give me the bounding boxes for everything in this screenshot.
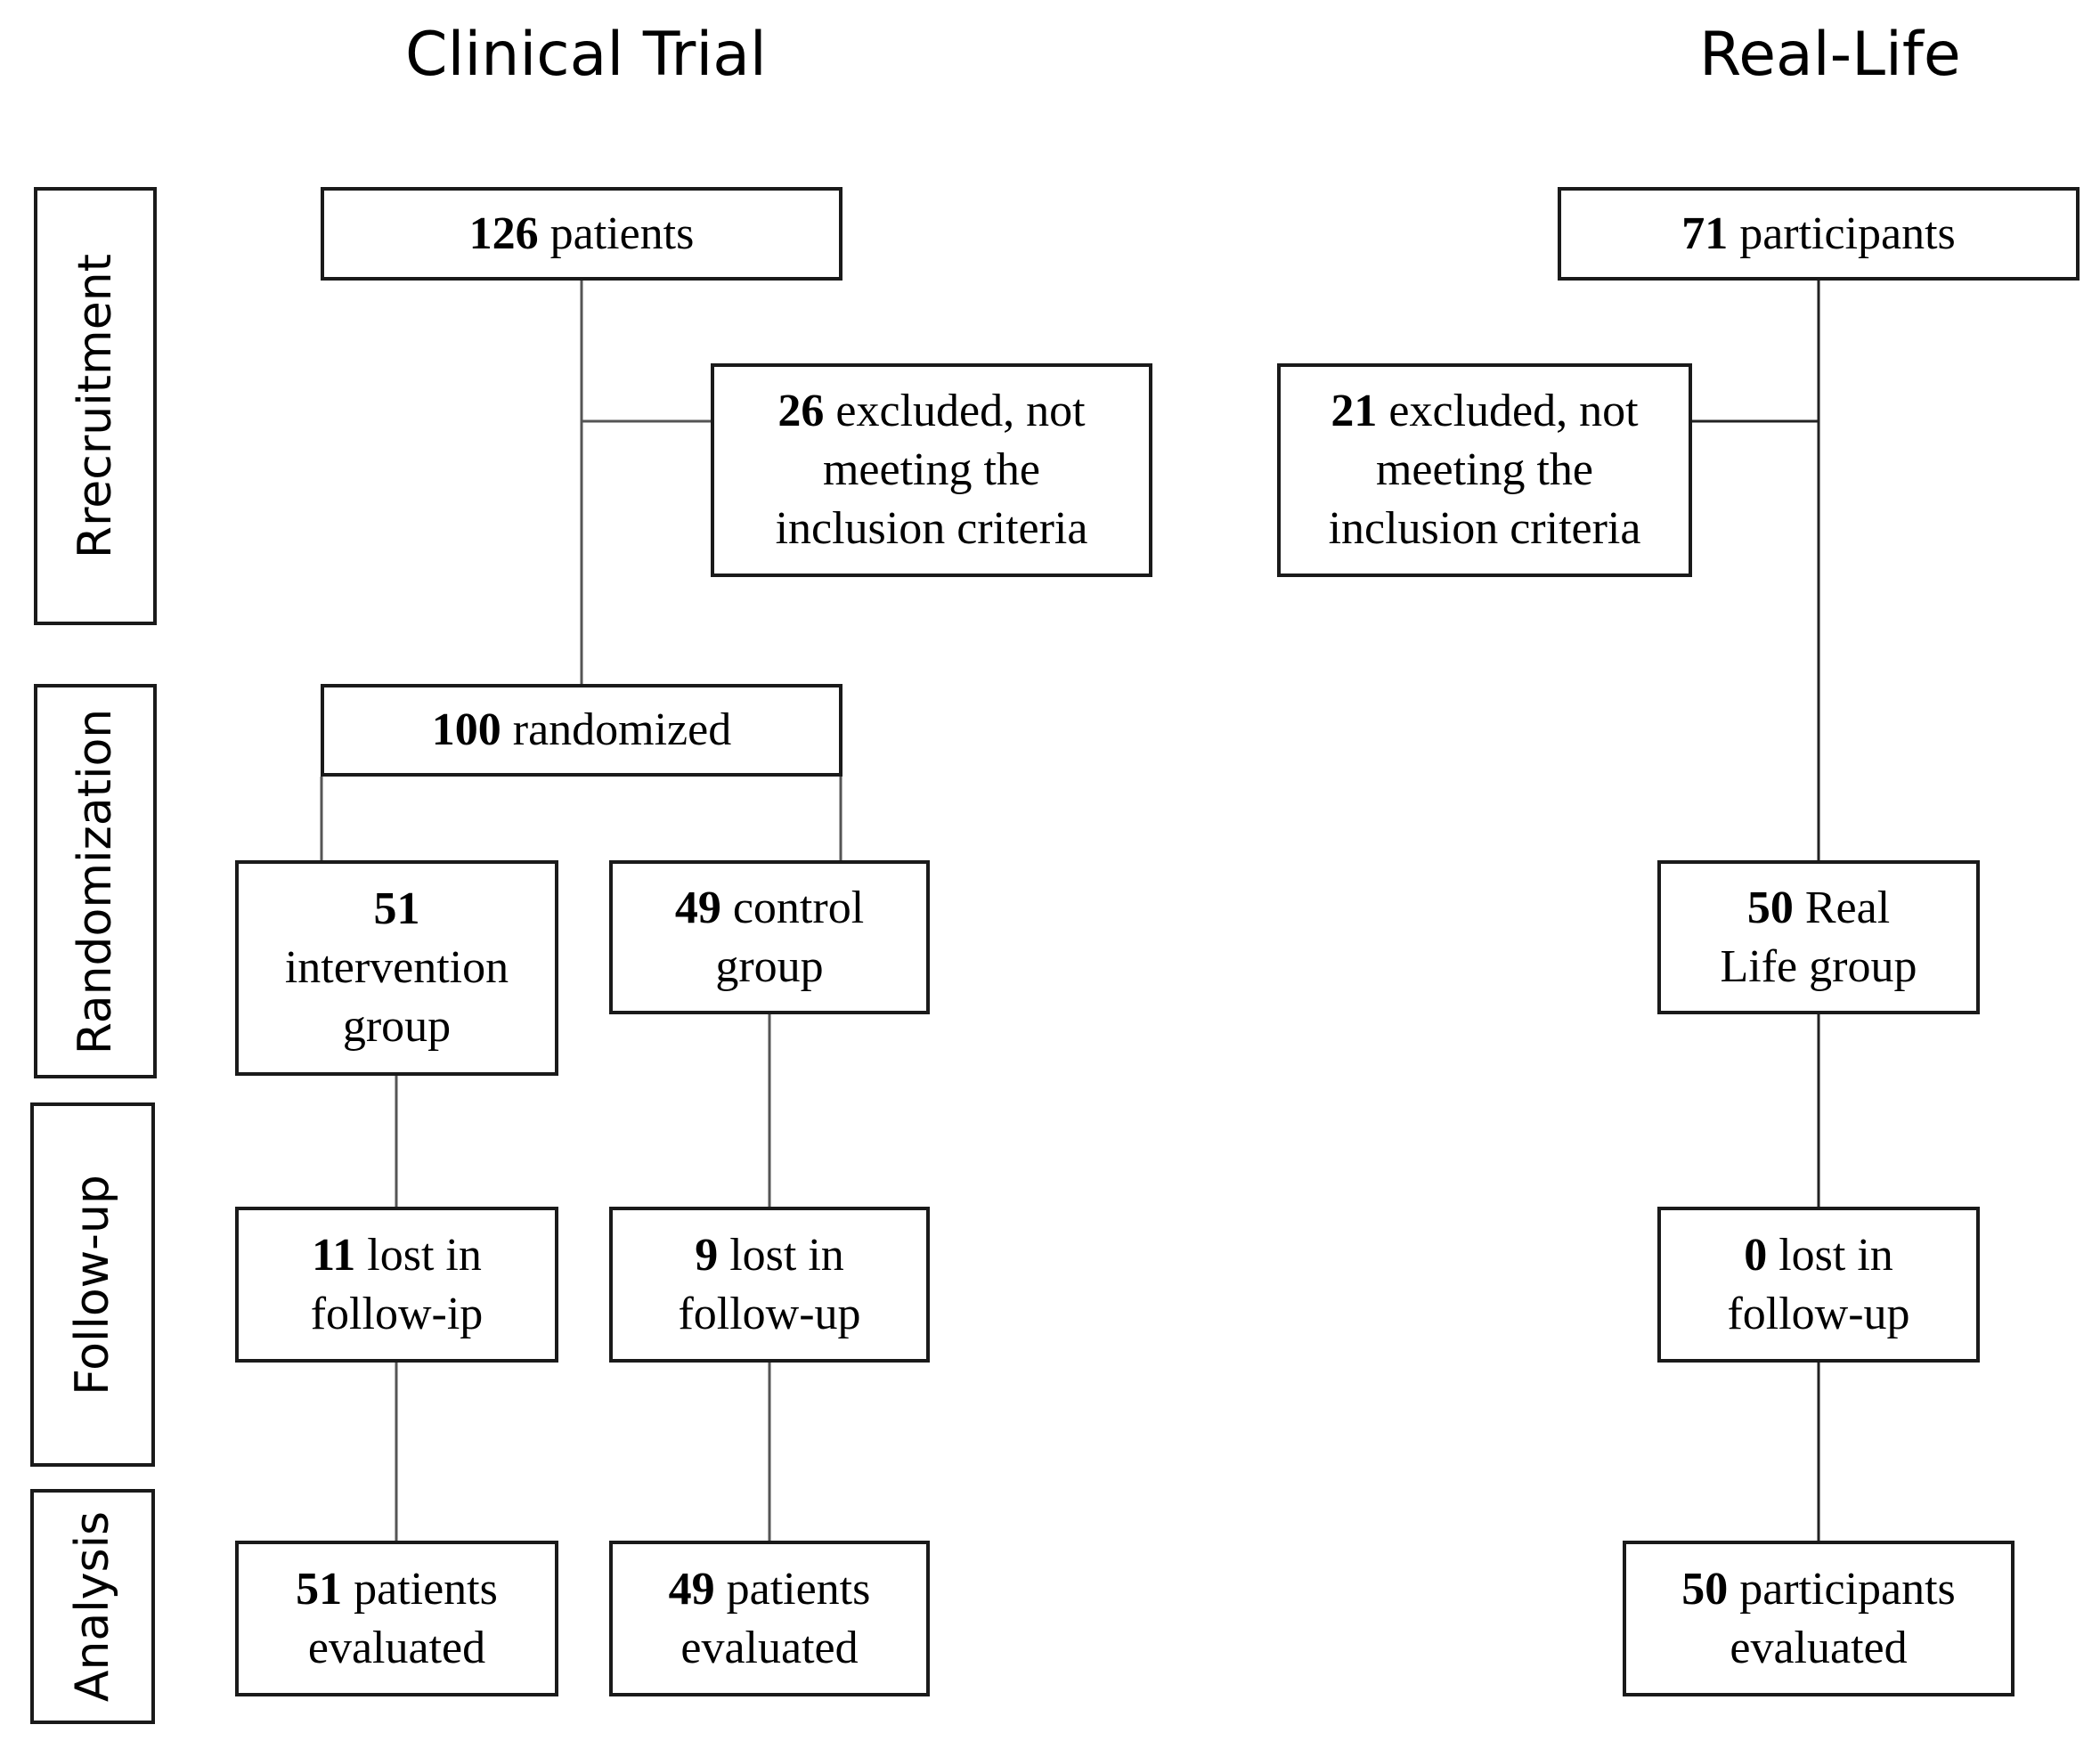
- box-21-excluded-line3: inclusion criteria: [1328, 503, 1641, 554]
- box-49-evaluated: 49 patients evaluated: [609, 1541, 930, 1696]
- box-11-lost-number: 11: [312, 1229, 356, 1281]
- box-9-lost: 9 lost in follow-up: [609, 1207, 930, 1363]
- stage-recruitment-label: Rrecruitment: [69, 253, 122, 559]
- stage-randomization: Randomization: [34, 684, 157, 1078]
- box-26-excluded-line1: excluded, not: [824, 386, 1086, 436]
- box-100-randomized-number: 100: [431, 704, 501, 755]
- box-49-control-line1: control: [720, 882, 865, 933]
- stage-analysis: Analysis: [30, 1489, 155, 1724]
- box-0-lost-line2: follow-up: [1727, 1288, 1910, 1339]
- box-21-excluded-line1: excluded, not: [1377, 386, 1639, 436]
- box-0-lost-line1: lost in: [1767, 1229, 1893, 1281]
- box-100-randomized-text: randomized: [501, 704, 732, 755]
- box-50-evaluated: 50 participants evaluated: [1623, 1541, 2015, 1696]
- box-26-excluded-line3: inclusion criteria: [775, 503, 1088, 554]
- box-26-excluded-line2: meeting the: [822, 444, 1041, 495]
- stage-follow-up-label: Follow-up: [66, 1174, 119, 1395]
- box-51-evaluated-line1: patients: [342, 1563, 498, 1615]
- box-50-evaluated-line1: participants: [1728, 1563, 1956, 1615]
- box-71-participants: 71 participants: [1558, 187, 2080, 281]
- clinical-trial-title: Clinical Trial: [405, 20, 767, 90]
- box-11-lost: 11 lost in follow-ip: [235, 1207, 558, 1363]
- box-0-lost-number: 0: [1744, 1229, 1768, 1281]
- box-49-evaluated-line1: patients: [714, 1563, 871, 1615]
- box-50-real-life-group: 50 Real Life group: [1657, 860, 1980, 1014]
- box-51-intervention: 51 intervention group: [235, 860, 558, 1076]
- box-51-evaluated: 51 patients evaluated: [235, 1541, 558, 1696]
- box-9-lost-number: 9: [695, 1229, 719, 1281]
- box-11-lost-line2: follow-ip: [310, 1288, 484, 1339]
- box-49-control-number: 49: [674, 882, 721, 933]
- box-21-excluded: 21 excluded, not meeting the inclusion c…: [1277, 363, 1692, 577]
- stage-recruitment: Rrecruitment: [34, 187, 157, 625]
- box-11-lost-line1: lost in: [355, 1229, 482, 1281]
- box-21-excluded-number: 21: [1331, 386, 1378, 436]
- box-100-randomized: 100 randomized: [321, 684, 842, 777]
- box-50-evaluated-number: 50: [1681, 1563, 1729, 1615]
- box-9-lost-line2: follow-up: [678, 1288, 861, 1339]
- box-126-patients: 126 patients: [321, 187, 842, 281]
- box-50-real-life-line2: Life group: [1720, 940, 1917, 992]
- box-71-participants-number: 71: [1681, 207, 1729, 259]
- box-49-control-line2: group: [715, 940, 824, 992]
- stage-follow-up: Follow-up: [30, 1102, 155, 1467]
- box-51-intervention-number: 51: [373, 883, 420, 934]
- box-51-evaluated-number: 51: [296, 1563, 343, 1615]
- box-51-intervention-line2: intervention: [284, 942, 509, 993]
- box-50-evaluated-line2: evaluated: [1730, 1622, 1908, 1673]
- box-71-participants-text: participants: [1728, 207, 1956, 259]
- box-0-lost: 0 lost in follow-up: [1657, 1207, 1980, 1363]
- box-26-excluded-number: 26: [777, 386, 825, 436]
- box-49-evaluated-line2: evaluated: [680, 1622, 859, 1673]
- box-21-excluded-line2: meeting the: [1375, 444, 1594, 495]
- stage-analysis-label: Analysis: [66, 1510, 119, 1703]
- box-51-intervention-line3: group: [342, 1001, 452, 1052]
- stage-randomization-label: Randomization: [69, 708, 122, 1054]
- box-9-lost-line1: lost in: [718, 1229, 844, 1281]
- box-49-control: 49 control group: [609, 860, 930, 1014]
- box-51-evaluated-line2: evaluated: [307, 1622, 486, 1673]
- box-50-real-life-line1: Real: [1793, 882, 1891, 933]
- real-life-title: Real-Life: [1699, 20, 1961, 90]
- box-50-real-life-number: 50: [1746, 882, 1794, 933]
- box-126-patients-text: patients: [538, 207, 695, 259]
- box-126-patients-number: 126: [468, 207, 539, 259]
- box-49-evaluated-number: 49: [668, 1563, 715, 1615]
- box-26-excluded: 26 excluded, not meeting the inclusion c…: [711, 363, 1152, 577]
